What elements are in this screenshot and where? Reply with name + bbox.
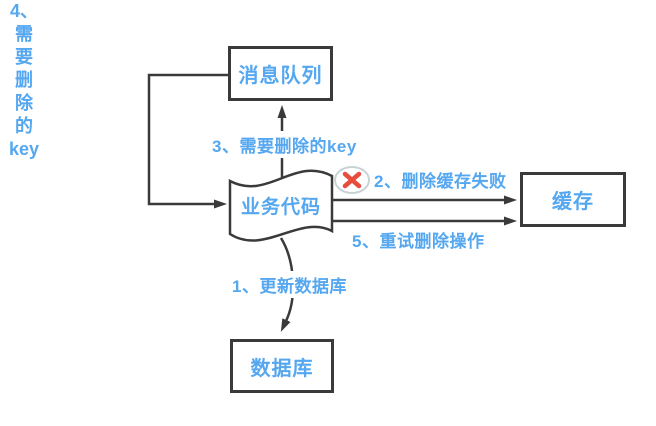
node-message-queue-label: 消息队列 bbox=[238, 65, 323, 87]
edge-label-step4: 4、 需 要 删 除 的 key bbox=[8, 1, 40, 159]
node-database: 数据库 bbox=[230, 339, 334, 393]
node-cache: 缓存 bbox=[520, 172, 626, 227]
node-business-code-label: 业务代码 bbox=[240, 197, 321, 218]
error-x-icon bbox=[334, 166, 370, 194]
edge-label-step3: 3、需要删除的key bbox=[210, 131, 359, 158]
edge-label-step1: 1、更新数据库 bbox=[230, 271, 349, 298]
business-code-tape-shape bbox=[228, 169, 334, 242]
node-database-label: 数据库 bbox=[250, 357, 314, 380]
node-cache-label: 缓存 bbox=[552, 191, 594, 213]
edge-label-step5: 5、重试删除操作 bbox=[352, 232, 485, 251]
edge-label-step2: 2、删除缓存失败 bbox=[374, 172, 507, 191]
node-message-queue: 消息队列 bbox=[228, 46, 333, 101]
edge-step4-key-return-arrow bbox=[147, 73, 228, 209]
